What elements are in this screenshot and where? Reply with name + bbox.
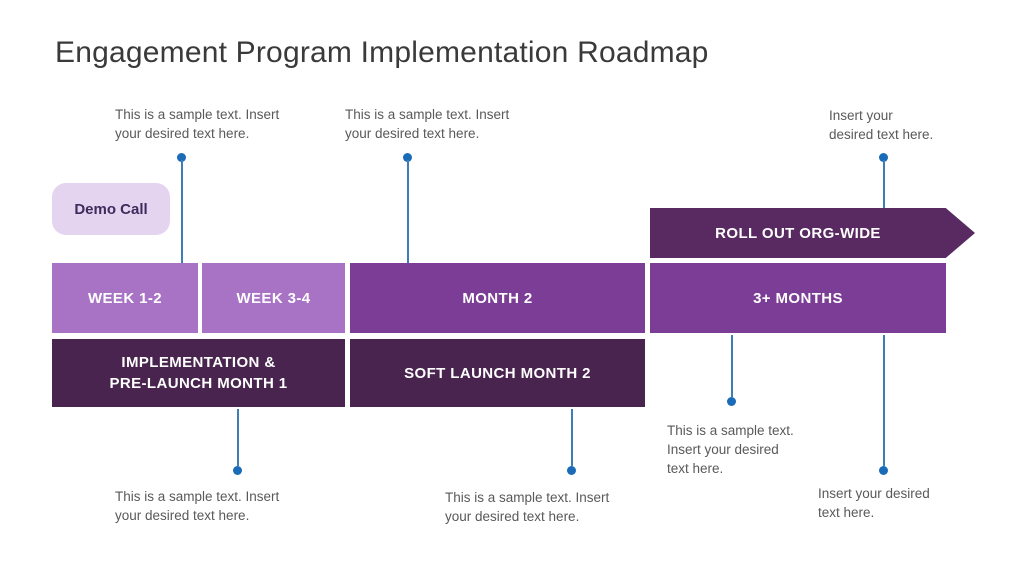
callout-line: your desired text here.	[445, 509, 580, 524]
callout-line: This is a sample text.	[667, 423, 794, 438]
callout-line: text here.	[667, 461, 724, 476]
phase-label: SOFT LAUNCH MONTH 2	[404, 364, 591, 382]
phase-label: IMPLEMENTATION & PRE-LAUNCH MONTH 1	[109, 352, 287, 394]
callout-line: desired text here.	[829, 127, 934, 142]
callout-top-left: This is a sample text. Insert your desir…	[115, 105, 325, 143]
leader-line	[181, 160, 183, 263]
phase-label: WEEK 3-4	[236, 289, 311, 307]
demo-call-badge: Demo Call	[52, 183, 170, 235]
phase-week-1-2: WEEK 1-2	[52, 263, 198, 333]
callout-line: text here.	[818, 505, 875, 520]
leader-dot	[403, 153, 412, 162]
leader-line	[883, 335, 885, 466]
phase-label: WEEK 1-2	[87, 289, 163, 307]
leader-line	[237, 409, 239, 466]
callout-line: This is a sample text. Insert	[445, 490, 610, 505]
callout-line: This is a sample text. Insert	[115, 107, 280, 122]
leader-dot	[727, 397, 736, 406]
leader-dot	[567, 466, 576, 475]
phase-month-2: MONTH 2	[350, 263, 645, 333]
phase-label-line: PRE-LAUNCH MONTH 1	[109, 375, 288, 392]
phase-label: 3+ MONTHS	[753, 289, 843, 307]
callout-line: Insert your	[829, 108, 893, 123]
callout-bottom-right: Insert your desired text here.	[818, 484, 978, 522]
leader-line	[731, 335, 733, 397]
callout-line: Insert your desired	[667, 442, 779, 457]
phase-soft-launch: SOFT LAUNCH MONTH 2	[350, 339, 645, 407]
phase-week-3-4: WEEK 3-4	[202, 263, 345, 333]
phase-implementation-prelaunch: IMPLEMENTATION & PRE-LAUNCH MONTH 1	[52, 339, 345, 407]
callout-top-middle: This is a sample text. Insert your desir…	[345, 105, 555, 143]
callout-top-right: Insert your desired text here.	[829, 106, 969, 144]
phase-3plus-months: 3+ MONTHS	[650, 263, 946, 333]
callout-bottom-middle: This is a sample text. Insert your desir…	[445, 488, 655, 526]
rollout-arrow-shape: ROLL OUT ORG-WIDE	[650, 208, 975, 258]
callout-line: your desired text here.	[115, 126, 250, 141]
callout-right-middle: This is a sample text. Insert your desir…	[667, 421, 827, 478]
leader-dot	[177, 153, 186, 162]
leader-line	[407, 160, 409, 263]
callout-line: your desired text here.	[115, 508, 250, 523]
callout-line: your desired text here.	[345, 126, 480, 141]
leader-line	[883, 160, 885, 208]
phase-label-line: IMPLEMENTATION &	[121, 354, 276, 371]
callout-line: This is a sample text. Insert	[115, 489, 280, 504]
leader-dot	[233, 466, 242, 475]
callout-line: Insert your desired	[818, 486, 930, 501]
leader-dot	[879, 153, 888, 162]
callout-line: This is a sample text. Insert	[345, 107, 510, 122]
leader-line	[571, 409, 573, 466]
phase-label: MONTH 2	[462, 289, 533, 307]
rollout-label: ROLL OUT ORG-WIDE	[715, 224, 881, 242]
page-title: Engagement Program Implementation Roadma…	[55, 36, 709, 69]
leader-dot	[879, 466, 888, 475]
callout-bottom-left: This is a sample text. Insert your desir…	[115, 487, 325, 525]
demo-call-label: Demo Call	[74, 200, 148, 218]
